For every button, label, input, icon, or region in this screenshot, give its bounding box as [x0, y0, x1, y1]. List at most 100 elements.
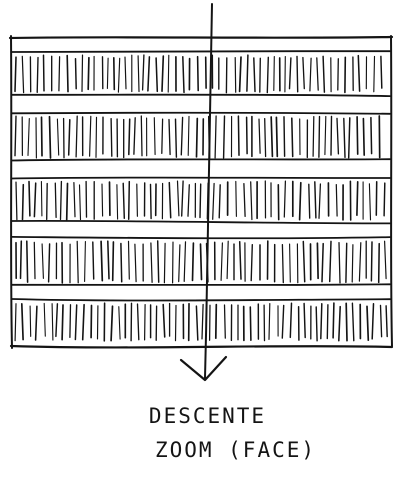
hatch-stroke: [14, 303, 17, 342]
hatch-stroke: [291, 117, 294, 158]
hatch-stroke: [283, 180, 287, 218]
hatch-stroke: [308, 183, 311, 219]
hatch-stroke: [33, 182, 37, 218]
hatch-stroke: [316, 242, 319, 280]
descent-arrow-shaft: [204, 3, 213, 379]
hatch-stroke: [110, 118, 113, 157]
hatch-stroke: [56, 118, 60, 156]
row-separator-line: [11, 176, 391, 180]
hatch-stroke: [212, 182, 215, 220]
hatch-stroke: [75, 115, 78, 158]
hatch-stroke: [345, 302, 348, 342]
vertical-hatching: [14, 54, 388, 342]
hatch-stroke: [89, 115, 92, 157]
hatch-stroke: [318, 183, 322, 219]
hatch-stroke: [249, 306, 252, 341]
hatch-stroke: [180, 116, 184, 156]
hatch-stroke: [281, 244, 284, 284]
hatch-stroke: [127, 180, 131, 221]
hatch-stroke: [335, 183, 338, 217]
hatch-stroke: [379, 304, 383, 338]
grid-frame-top: [8, 35, 394, 40]
hatch-stroke: [41, 243, 44, 279]
hatch-stroke: [312, 115, 315, 157]
hatch-stroke: [356, 115, 359, 155]
hatch-stroke: [136, 183, 138, 217]
hatch-stroke: [309, 57, 312, 92]
hatch-stroke: [368, 183, 372, 221]
row-separator-line: [11, 219, 391, 225]
hatch-stroke: [338, 242, 341, 284]
hatch-stroke: [161, 118, 164, 154]
hatch-stroke: [187, 184, 190, 217]
hatch-stroke: [134, 243, 137, 283]
hatch-stroke: [385, 305, 388, 338]
hatch-stroke: [33, 241, 36, 280]
descent-arrow: [179, 3, 228, 382]
hatch-stroke: [143, 303, 146, 341]
hatch-stroke: [187, 115, 190, 156]
hatch-stroke: [174, 118, 178, 158]
hatch-stroke: [51, 303, 54, 341]
hatch-stroke: [181, 180, 184, 217]
hatch-stroke: [84, 241, 86, 283]
hatch-stroke: [328, 240, 332, 283]
hatch-stroke: [69, 304, 72, 339]
hatch-stroke: [21, 183, 25, 221]
hatch-stroke: [43, 302, 46, 337]
hatch-stroke: [14, 56, 17, 93]
hatch-stroke: [34, 305, 38, 341]
hatch-stroke: [351, 244, 354, 283]
hatch-stroke: [66, 54, 69, 93]
descent-arrow-head: [179, 355, 228, 382]
hatch-stroke: [128, 118, 131, 156]
hatch-stroke: [73, 181, 76, 218]
hatch-stroke: [101, 183, 104, 217]
hatch-stroke: [283, 116, 286, 158]
hatch-stroke: [59, 180, 63, 221]
hatch-stroke: [357, 54, 361, 92]
hatch-stroke: [218, 184, 221, 219]
hatch-stroke: [273, 56, 275, 92]
hatch-stroke: [223, 304, 226, 339]
hatch-stroke: [289, 243, 291, 283]
hatch-stroke: [137, 55, 140, 93]
hatch-stroke: [266, 56, 269, 94]
hatch-stroke: [370, 241, 373, 282]
hatch-stroke: [253, 57, 256, 93]
hatch-stroke: [161, 55, 165, 93]
hatch-stroke: [235, 180, 237, 217]
hatch-stroke: [40, 180, 43, 217]
hatch-stroke: [168, 181, 172, 219]
hatch-stroke: [358, 242, 362, 282]
hatch-stroke: [296, 55, 299, 93]
hatch-stroke: [183, 241, 187, 283]
hatch-stroke: [147, 56, 151, 92]
hatch-stroke: [362, 117, 366, 156]
hatch-stroke: [268, 303, 271, 340]
hatch-stroke: [150, 242, 153, 283]
hatch-stroke: [356, 180, 359, 217]
hatch-stroke: [214, 115, 217, 159]
hatch-stroke: [383, 182, 386, 217]
hatch-stroke: [182, 55, 185, 94]
facade-grid: [8, 35, 394, 349]
hatch-stroke: [373, 55, 376, 93]
hatch-stroke: [76, 240, 79, 284]
hatch-stroke: [377, 242, 380, 284]
hatch-stroke: [234, 56, 237, 93]
hatch-stroke: [250, 181, 253, 221]
hatch-stroke: [14, 115, 17, 157]
hatch-stroke: [380, 55, 383, 89]
hatch-stroke: [46, 182, 48, 221]
row-separator-line: [11, 158, 391, 162]
hatch-stroke: [153, 117, 156, 156]
hatch-stroke: [141, 54, 145, 91]
hatch-stroke: [338, 305, 341, 342]
hatch-stroke: [245, 116, 248, 155]
hatch-stroke: [366, 305, 370, 342]
hatch-stroke: [259, 57, 261, 93]
hatch-stroke: [74, 57, 77, 90]
hatch-stroke: [321, 242, 324, 283]
hatch-stroke: [270, 116, 274, 158]
